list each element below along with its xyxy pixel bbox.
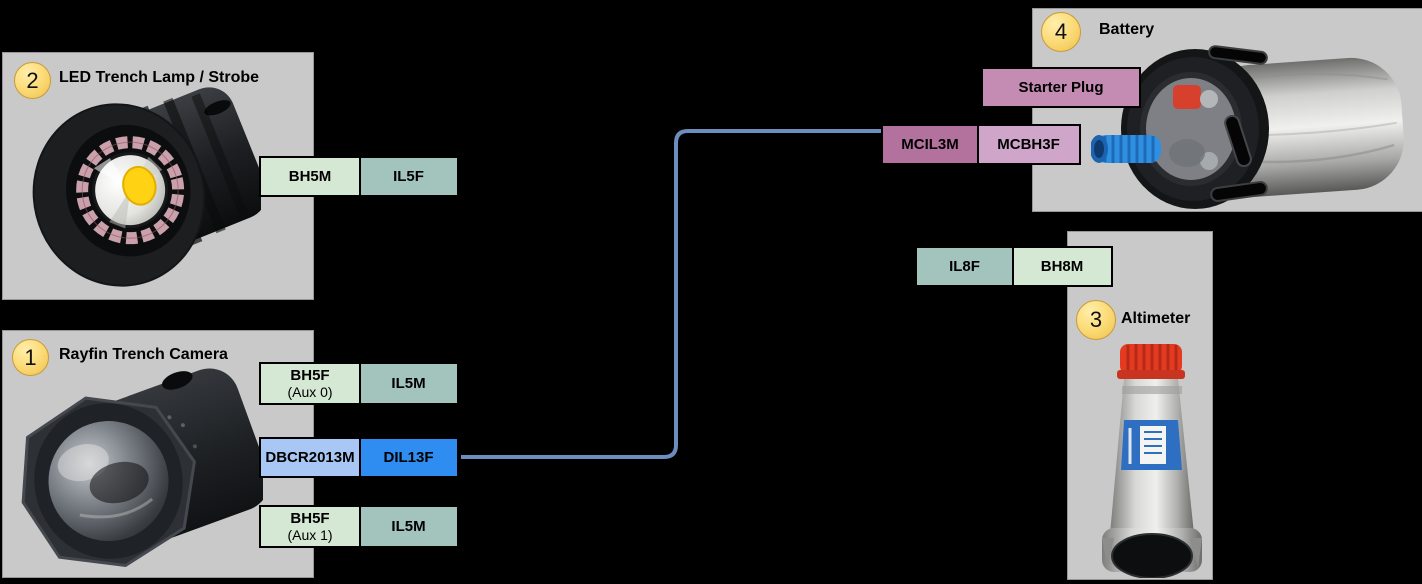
camera-title: Rayfin Trench Camera xyxy=(59,346,228,363)
altimeter-red-cap xyxy=(1117,344,1185,379)
altimeter-panel: 3 Altimeter xyxy=(1067,231,1213,580)
altimeter-number: 3 xyxy=(1089,307,1103,332)
altimeter-title: Altimeter xyxy=(1121,310,1191,327)
connector-label: DBCR2013M xyxy=(265,448,355,466)
connector-label: IL5M xyxy=(391,374,426,392)
battery-title: Battery xyxy=(1099,21,1155,38)
lamp-photo xyxy=(32,87,261,287)
camera-main-connector-row: DBCR2013M DIL13F xyxy=(259,437,459,478)
lamp-connector-row: BH5M IL5F xyxy=(259,156,459,197)
battery-connector-row: MCIL3M MCBH3F xyxy=(881,124,1081,165)
camera-photo xyxy=(21,368,263,568)
connector-label: IL8F xyxy=(949,257,980,275)
connector-mcbh3f: MCBH3F xyxy=(976,124,1081,165)
connector-dbcr2013m: DBCR2013M xyxy=(259,437,361,478)
camera-aux1-connector-row: BH5F (Aux 1) IL5M xyxy=(259,505,459,548)
connector-label: BH5F xyxy=(290,366,330,384)
connector-label: MCBH3F xyxy=(997,135,1060,153)
battery-blue-knob xyxy=(1091,135,1161,163)
connector-bh5m: BH5M xyxy=(259,156,361,197)
battery-starter-plug-box: Starter Plug xyxy=(981,67,1141,108)
connector-mcil3m: MCIL3M xyxy=(881,124,979,165)
battery-number: 4 xyxy=(1054,19,1068,44)
battery-photo xyxy=(1091,45,1404,209)
connector-label: IL5F xyxy=(393,167,424,185)
camera-aux0-connector-row: BH5F (Aux 0) IL5M xyxy=(259,362,459,405)
lamp-panel: 2 LED Trench Lamp / Strobe xyxy=(2,52,314,300)
connector-sublabel: (Aux 0) xyxy=(287,384,333,401)
connector-il5m-aux1: IL5M xyxy=(358,505,459,548)
lamp-title: LED Trench Lamp / Strobe xyxy=(59,69,260,86)
camera-number-badge: 1 xyxy=(12,339,49,376)
connector-bh5f-aux1: BH5F (Aux 1) xyxy=(259,505,361,548)
connector-label: MCIL3M xyxy=(901,135,959,153)
altimeter-connector-row: IL8F BH8M xyxy=(915,246,1113,287)
altimeter-number-badge: 3 xyxy=(1076,300,1116,340)
connector-label: BH5M xyxy=(288,167,332,185)
connector-label: Starter Plug xyxy=(1018,78,1104,96)
connector-dil13f: DIL13F xyxy=(358,437,459,478)
battery-panel: 4 Battery xyxy=(1032,8,1422,212)
connector-label: BH5F xyxy=(290,509,330,527)
connector-il5m-aux0: IL5M xyxy=(358,362,459,405)
altimeter-photo xyxy=(1102,344,1202,578)
connector-starter-plug: Starter Plug xyxy=(981,67,1141,108)
connector-bh5f-aux0: BH5F (Aux 0) xyxy=(259,362,361,405)
lamp-number-badge: 2 xyxy=(14,62,51,99)
connector-il8f: IL8F xyxy=(915,246,1014,287)
connector-label: IL5M xyxy=(391,517,426,535)
altimeter-label xyxy=(1121,420,1182,470)
connector-bh8m: BH8M xyxy=(1011,246,1113,287)
connector-sublabel: (Aux 1) xyxy=(287,527,333,544)
connector-label: DIL13F xyxy=(383,448,434,466)
camera-number: 1 xyxy=(24,344,37,370)
connector-il5f: IL5F xyxy=(358,156,459,197)
battery-number-badge: 4 xyxy=(1041,12,1081,52)
lamp-number: 2 xyxy=(26,67,39,93)
connector-label: BH8M xyxy=(1040,257,1084,275)
